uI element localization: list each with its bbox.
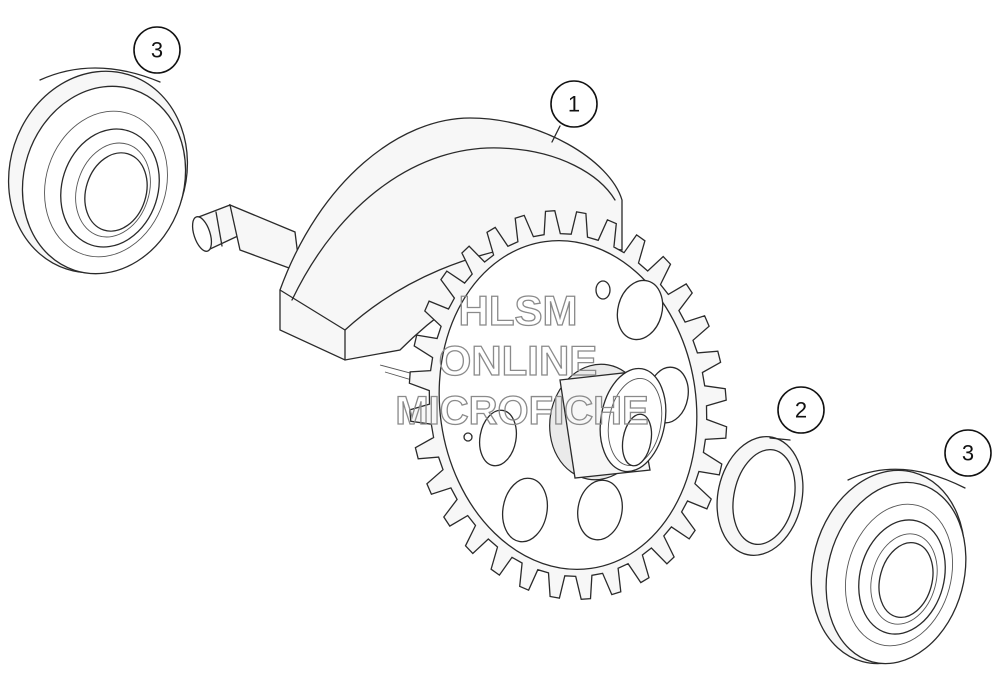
callout-3-right-label: 3 <box>962 441 974 466</box>
watermark-line-2: ONLINE <box>439 337 598 384</box>
bearing-right[interactable] <box>790 453 986 681</box>
callout-1-label: 1 <box>568 92 580 117</box>
watermark-line-1: HLSM <box>459 287 578 334</box>
shim[interactable] <box>706 429 813 564</box>
callout-2[interactable]: 2 <box>777 386 825 434</box>
callout-2-label: 2 <box>795 398 807 423</box>
callout-1[interactable]: 1 <box>550 80 598 128</box>
callout-3-left[interactable]: 3 <box>133 26 181 74</box>
crankshaft[interactable] <box>189 117 623 393</box>
callout-3-right[interactable]: 3 <box>944 429 992 477</box>
callout-3-left-label: 3 <box>151 38 163 63</box>
watermark: HLSM ONLINE MICROFICHE <box>395 286 650 433</box>
bearing-left[interactable] <box>0 48 213 296</box>
watermark-line-3: MICROFICHE <box>395 389 648 433</box>
crankshaft-gear[interactable] <box>408 210 728 600</box>
